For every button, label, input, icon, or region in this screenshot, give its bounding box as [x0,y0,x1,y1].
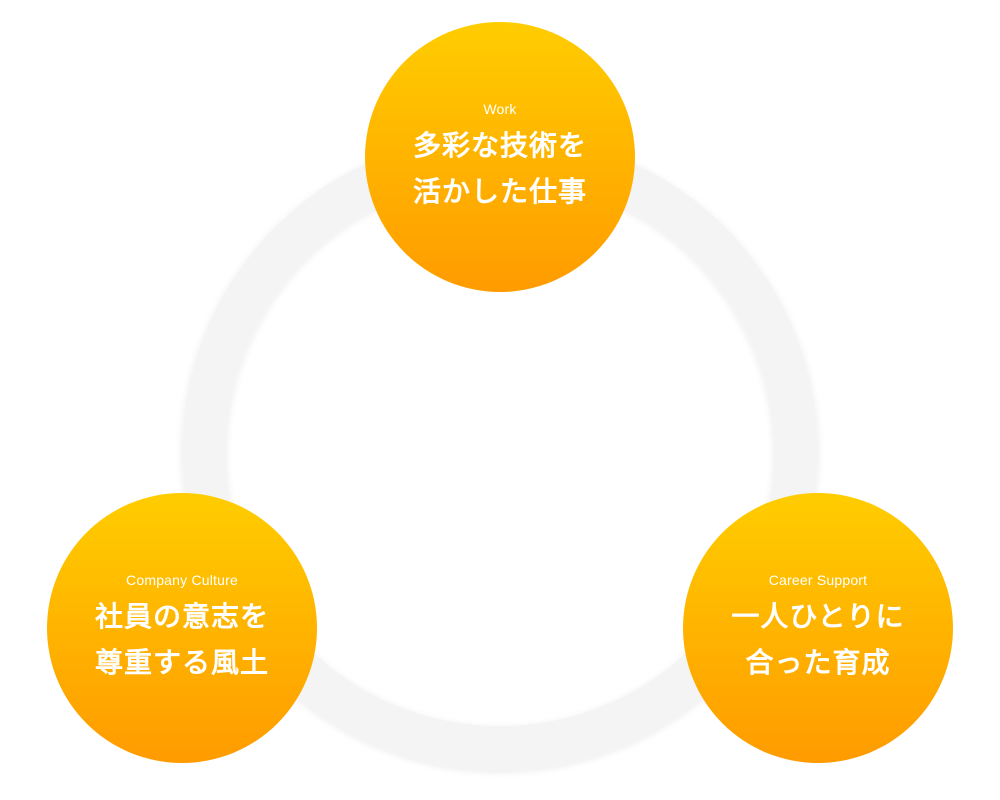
career-support-title-line-1: 一人ひとりに [731,600,905,633]
career-support-node: Career Support 一人ひとりに 合った育成 [683,493,953,763]
company-culture-title-line-2: 尊重する風土 [94,646,269,679]
career-support-label: Career Support [768,572,868,588]
company-culture-title-line-1: 社員の意志を [94,600,269,633]
career-support-title-line-2: 合った育成 [745,646,891,679]
work-title-line-1: 多彩な技術を [412,129,587,162]
work-node: Work 多彩な技術を 活かした仕事 [365,22,635,292]
work-title-line-2: 活かした仕事 [412,175,587,208]
company-culture-node: Company Culture 社員の意志を 尊重する風土 [47,493,317,763]
company-culture-label: Company Culture [126,572,238,588]
work-label: Work [483,101,517,117]
